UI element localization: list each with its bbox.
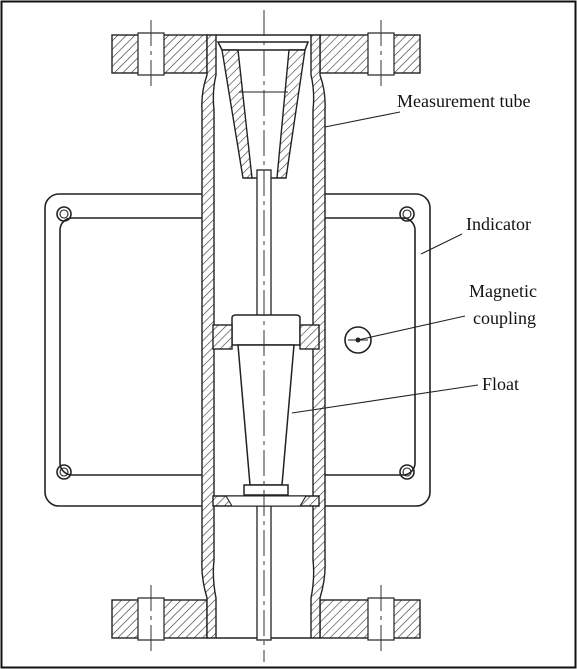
float (212, 314, 320, 507)
cone-insert (216, 41, 310, 179)
magnetic-coupling-label-line1: Magnetic (469, 281, 537, 301)
screw-top-right (399, 206, 415, 222)
screw-top-left (56, 206, 72, 222)
bottom-flange (111, 585, 421, 655)
screw-bottom-left (56, 464, 72, 480)
float-label: Float (482, 374, 519, 394)
screw-bottom-right (399, 464, 415, 480)
float-leader (291, 384, 479, 414)
measurement-tube-leader (324, 111, 401, 128)
measurement-tube-label: Measurement tube (397, 91, 530, 111)
magnetic-coupling-leader (357, 315, 466, 341)
top-flange (111, 20, 421, 88)
indicator-label: Indicator (466, 214, 531, 234)
indicator-leader (420, 233, 463, 255)
magnetic-coupling-label-line2: coupling (473, 308, 536, 328)
